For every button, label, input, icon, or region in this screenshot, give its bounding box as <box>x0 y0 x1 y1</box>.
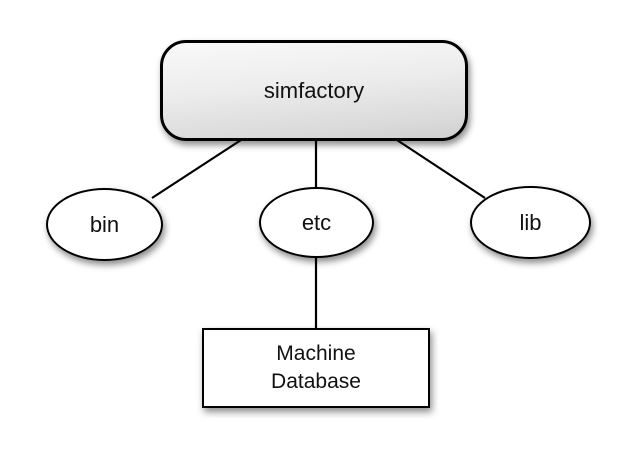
node-machine-database: Machine Database <box>202 328 430 408</box>
node-simfactory-label: simfactory <box>263 77 365 103</box>
node-etc: etc <box>259 187 374 258</box>
node-bin: bin <box>46 188 163 261</box>
node-bin-label: bin <box>89 211 120 237</box>
node-etc-label: etc <box>301 209 332 235</box>
node-lib: lib <box>470 186 591 259</box>
edge-root-lib <box>396 139 486 199</box>
node-simfactory: simfactory <box>160 40 468 141</box>
node-machine-database-label: Machine Database <box>271 341 361 393</box>
edge-root-bin <box>151 139 242 199</box>
node-lib-label: lib <box>519 209 542 235</box>
